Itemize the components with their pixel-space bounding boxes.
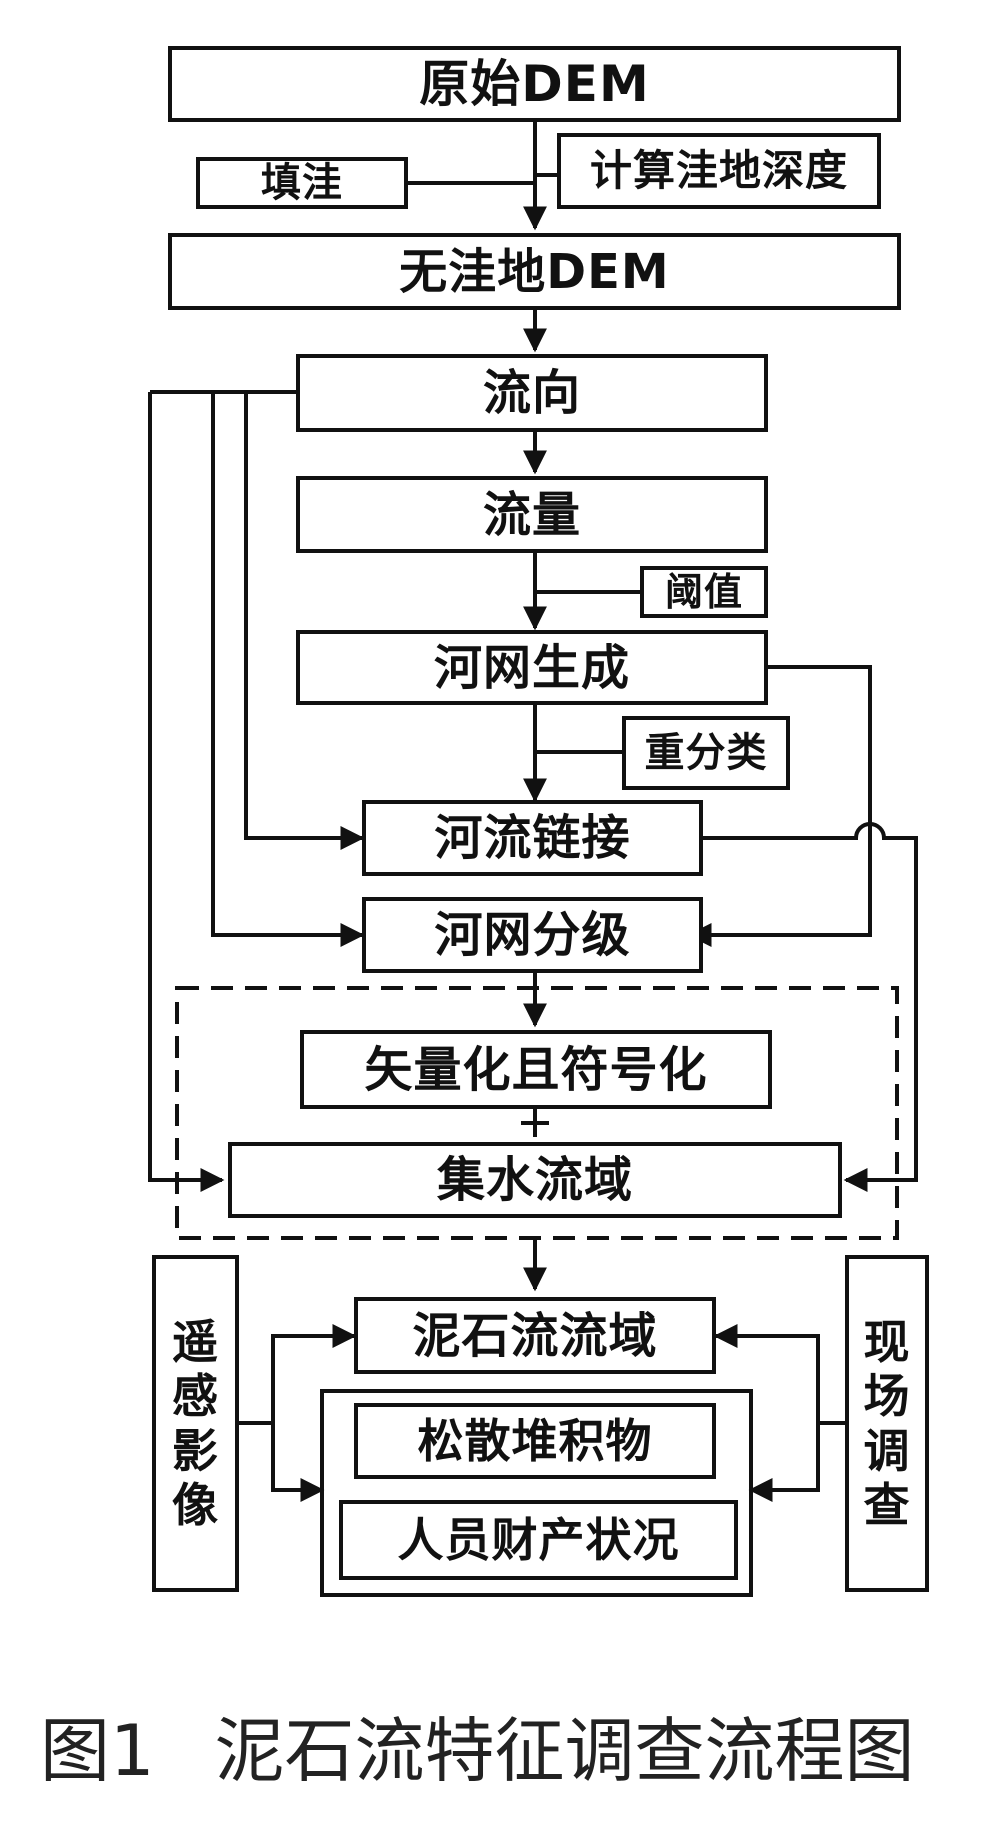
arrow-field-to-debris-basin [713,1324,845,1425]
node-loose-deposits: 松散堆积物 [354,1403,716,1479]
node-threshold: 阈值 [640,566,768,618]
node-fill: 填洼 [196,157,408,209]
node-field-survey: 现 场 调 查 [845,1255,929,1592]
node-depressionless-dem: 无洼地DEM [168,233,901,310]
arrow-flowdir-to-watershed [148,392,225,1192]
remote-sensing-char-3: 影 [172,1423,219,1478]
node-remote-sensing: 遥 感 影 像 [152,1255,239,1592]
node-people-property: 人员财产状况 [339,1500,738,1580]
node-flow-accumulation: 流量 [296,476,768,553]
node-vectorize-symbolize: 矢量化且符号化 [300,1030,772,1109]
arrow-link-to-watershed [703,822,918,1192]
field-survey-char-4: 查 [863,1477,911,1532]
node-stream-order: 河网分级 [362,897,703,973]
node-stream-link: 河流链接 [362,800,703,876]
figure-number: 图1 [40,1710,155,1792]
vectorize-watershed-group [175,986,899,1240]
node-reclassify: 重分类 [622,716,790,790]
arrow-remote-to-deposit-group [271,1423,325,1502]
arrow-field-to-deposit-group [748,1423,820,1502]
figure-title: 泥石流特征调查流程图 [214,1710,915,1792]
arrow-flowdir-to-stream-order [211,392,365,947]
node-flow-direction: 流向 [296,354,768,432]
field-survey-char-2: 场 [863,1369,911,1424]
remote-sensing-char-4: 像 [172,1477,219,1532]
field-survey-char-3: 调 [863,1423,911,1478]
node-calc-depression-depth: 计算洼地深度 [557,133,881,209]
node-stream-network: 河网生成 [296,630,768,705]
deposit-group-frame [320,1389,753,1597]
remote-sensing-char-2: 感 [172,1369,219,1424]
node-original-dem: 原始DEM [168,46,901,122]
node-watershed: 集水流域 [228,1142,842,1218]
arrow-remote-to-debris-basin [239,1324,357,1425]
field-survey-char-1: 现 [863,1314,911,1369]
remote-sensing-char-1: 遥 [172,1314,219,1369]
arrow-network-to-stream-order [687,665,872,947]
figure-caption: 图1 泥石流特征调查流程图 [40,1695,915,1796]
arrow-flowdir-to-stream-link [244,392,365,850]
node-debris-flow-basin: 泥石流流域 [354,1297,716,1374]
